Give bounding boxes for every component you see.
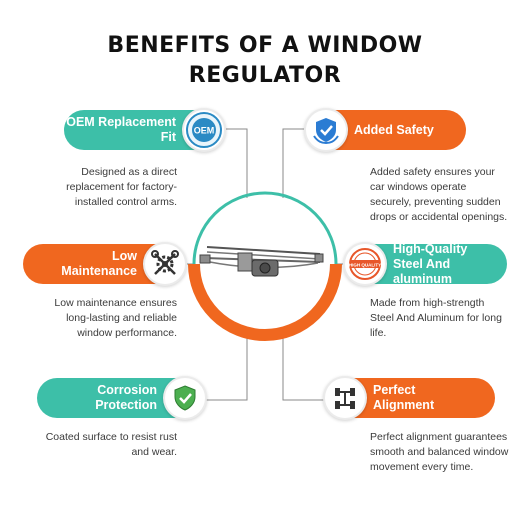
benefit-pill-oem: OEM Replacement Fit OEM (64, 108, 226, 152)
benefit-pill-alignment: Perfect Alignment (323, 376, 495, 420)
shield-check-icon (163, 376, 207, 420)
benefit-label-maintenance: Low Maintenance (61, 249, 137, 278)
wrench-gear-icon (143, 242, 187, 286)
benefit-label-alignment: Perfect Alignment (373, 383, 435, 412)
shield-check-icon (304, 108, 348, 152)
benefit-label-oem: OEM Replacement Fit (66, 115, 176, 144)
quality-stamp-icon: HIGH QUALITY (343, 242, 387, 286)
benefit-pill-maintenance: Low Maintenance (23, 242, 187, 286)
benefit-label-quality: High-Quality Steel And aluminum (393, 241, 468, 286)
benefit-pill-safety: Added Safety (304, 108, 466, 152)
quality-stamp-text: HIGH QUALITY (349, 263, 381, 268)
oem-badge-text: OEM (194, 126, 215, 136)
benefit-desc-oem: Designed as a direct replacement for fac… (66, 166, 177, 208)
benefit-desc-maintenance: Low maintenance ensures long-lasting and… (54, 297, 177, 339)
benefit-label-corrosion: Corrosion Protection (95, 383, 157, 412)
wheel-alignment-icon (323, 376, 367, 420)
benefit-label-safety: Added Safety (354, 122, 434, 137)
page-title-line-1: BENEFITS OF A WINDOW (107, 33, 423, 58)
benefit-desc-alignment: Perfect alignment guarantees smooth and … (370, 431, 509, 473)
benefit-desc-quality: Made from high-strength Steel And Alumin… (370, 297, 502, 339)
oem-badge-icon: OEM (182, 108, 226, 152)
benefit-desc-safety: Added safety ensures your car windows op… (370, 166, 508, 223)
benefit-desc-corrosion: Coated surface to resist rust and wear. (45, 431, 177, 458)
benefit-pill-corrosion: Corrosion Protection (37, 376, 207, 420)
page-title-line-2: REGULATOR (188, 63, 342, 88)
benefit-pill-quality: HIGH QUALITY High-Quality Steel And alum… (343, 241, 507, 286)
window-regulator-image (199, 246, 324, 277)
